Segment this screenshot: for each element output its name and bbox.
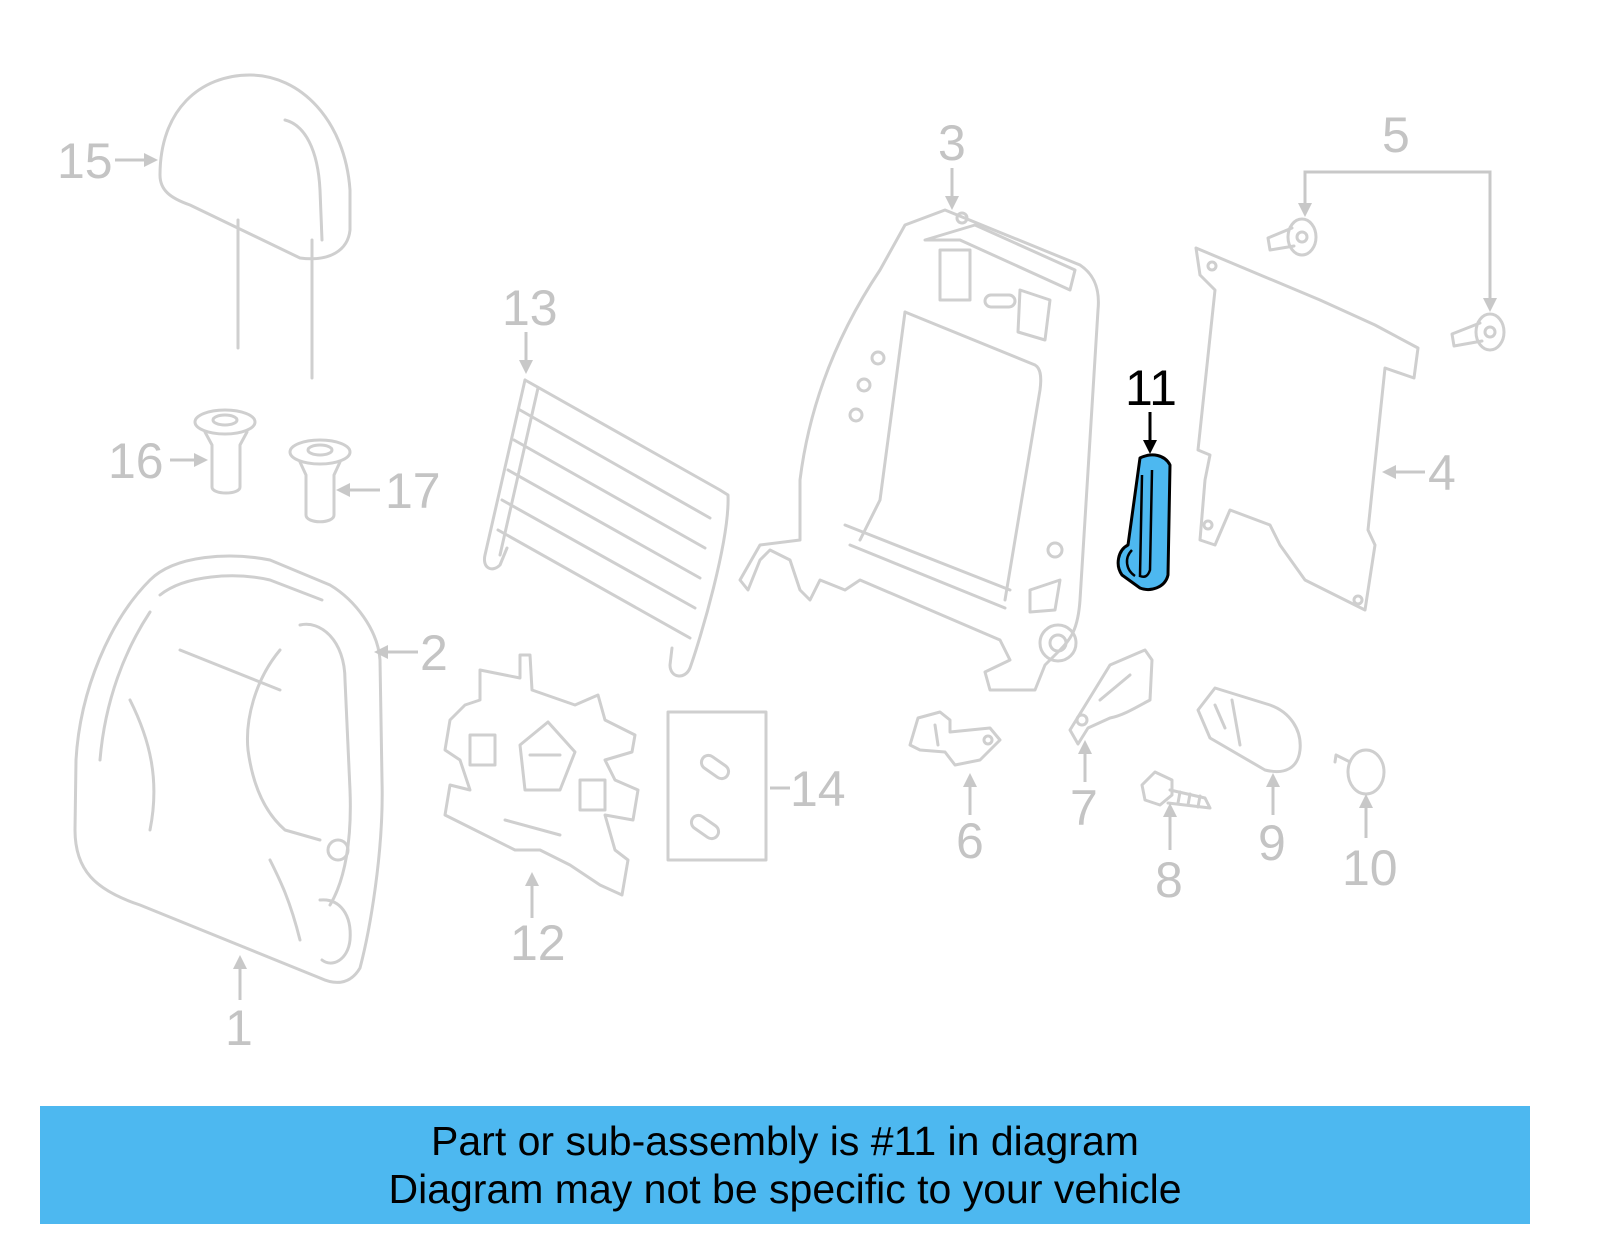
leader-1 — [233, 955, 247, 1000]
part-13-support-mat[interactable] — [482, 378, 730, 678]
leader-9 — [1266, 773, 1280, 815]
part-17-guide[interactable] — [288, 438, 352, 524]
part-14-pad[interactable] — [666, 710, 768, 862]
leader-11 — [1143, 412, 1157, 454]
callout-4[interactable]: 4 — [1428, 445, 1456, 501]
callout-13[interactable]: 13 — [502, 280, 558, 336]
callout-8[interactable]: 8 — [1155, 852, 1183, 908]
callout-2[interactable]: 2 — [420, 625, 448, 681]
part-9-knob[interactable] — [1196, 686, 1302, 774]
leader-12 — [525, 872, 539, 918]
callout-5[interactable]: 5 — [1382, 107, 1410, 163]
part-5-screw-lower[interactable] — [1450, 312, 1506, 352]
part-15-headrest[interactable] — [158, 73, 352, 380]
parts-diagram: 15 16 17 1 2 — [57, 73, 1506, 1056]
callout-14[interactable]: 14 — [790, 761, 846, 817]
callout-17[interactable]: 17 — [385, 463, 441, 519]
part-6-bracket[interactable] — [908, 710, 1002, 767]
banner-line-disclaimer: Diagram may not be specific to your vehi… — [388, 1166, 1182, 1212]
part-4-back-panel[interactable] — [1194, 246, 1420, 612]
leader-17 — [336, 483, 380, 497]
callout-7[interactable]: 7 — [1070, 780, 1098, 836]
callout-6[interactable]: 6 — [956, 813, 984, 869]
part-3-seat-back-frame[interactable] — [738, 208, 1100, 692]
leader-7 — [1078, 740, 1092, 782]
callout-15[interactable]: 15 — [57, 133, 113, 189]
leader-6 — [963, 773, 977, 815]
part-8-bolt[interactable] — [1140, 770, 1212, 810]
callout-3[interactable]: 3 — [938, 115, 966, 171]
leader-16 — [170, 453, 208, 467]
part-10-cap[interactable] — [1333, 748, 1386, 796]
part-16-guide[interactable] — [193, 408, 257, 495]
callout-12[interactable]: 12 — [510, 915, 566, 971]
callout-10[interactable]: 10 — [1342, 840, 1398, 896]
leader-10 — [1359, 794, 1373, 838]
part-1-seat-back-cover[interactable] — [73, 554, 384, 984]
callout-16[interactable]: 16 — [108, 433, 164, 489]
leader-3 — [945, 168, 959, 210]
callout-9[interactable]: 9 — [1258, 815, 1286, 871]
callout-1[interactable]: 1 — [225, 1000, 253, 1056]
leader-15 — [115, 153, 158, 167]
part-12-lumbar-support[interactable] — [443, 653, 640, 897]
leader-4 — [1382, 465, 1425, 479]
callout-11[interactable]: 11 — [1125, 360, 1177, 416]
banner-line-part-number: Part or sub-assembly is #11 in diagram — [431, 1118, 1139, 1164]
leader-2 — [374, 645, 418, 659]
leader-13 — [519, 332, 533, 374]
leader-8 — [1163, 803, 1177, 850]
part-7-cover[interactable] — [1068, 648, 1154, 746]
part-11-recliner-handle[interactable] — [1116, 453, 1172, 591]
info-banner: Part or sub-assembly is #11 in diagram D… — [40, 1106, 1530, 1224]
leader-5 — [1298, 170, 1497, 312]
part-5-screw-upper[interactable] — [1266, 217, 1318, 257]
